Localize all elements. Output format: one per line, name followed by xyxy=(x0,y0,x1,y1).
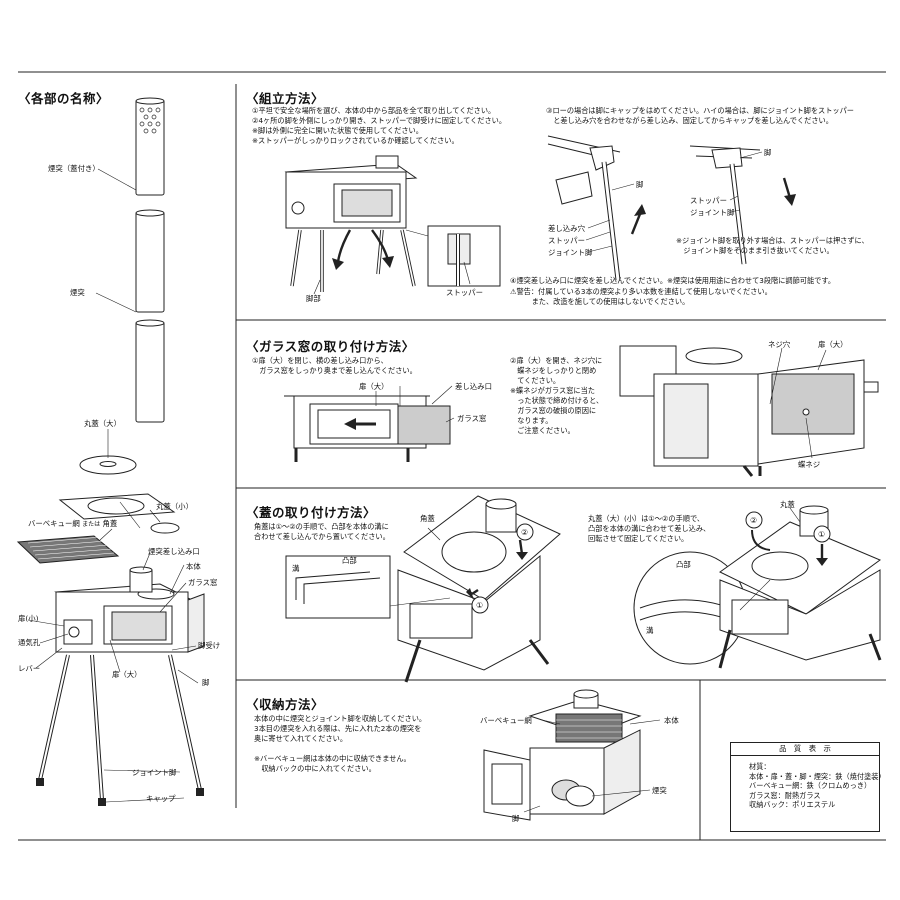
label-door-large: 扉（大） xyxy=(112,670,142,679)
step-number-1-round: ① xyxy=(818,530,826,539)
label-leg-receiver: 脚受け xyxy=(198,641,221,650)
label-glass-window: ガラス窓 xyxy=(188,578,218,587)
label-stopper-step3-right: ストッパー xyxy=(690,196,727,205)
label-groove-square: 溝 xyxy=(292,564,300,573)
label-square-lid: 角蓋 xyxy=(420,514,435,523)
label-lever: レバー xyxy=(18,664,41,673)
quality-title: 品 質 表 示 xyxy=(731,743,879,756)
label-chimney-inlet: 煙突差し込み口 xyxy=(148,547,200,556)
glass-step2-text: ②扉（大）を開き、ネジ穴に 蝶ネジをしっかりと閉め てください。 ※蝶ネジがガラ… xyxy=(510,356,604,435)
label-convex-square: 凸部 xyxy=(342,556,357,565)
glass-section-title: 〈ガラス窓の取り付け方法〉 xyxy=(246,339,415,354)
label-convex-round: 凸部 xyxy=(676,560,691,569)
label-wing-screw: 蝶ネジ xyxy=(798,460,821,469)
label-insert-slot: 差し込み口 xyxy=(454,382,493,391)
label-stopper-step3: ストッパー xyxy=(548,236,585,245)
label-bbq-net: バーベキュー網 または 角蓋 xyxy=(28,519,118,528)
step-number-2-round: ② xyxy=(750,516,758,525)
label-body: 本体 xyxy=(186,562,201,571)
storage-section-title: 〈収納方法〉 xyxy=(246,697,325,712)
joint-removal-note: ※ジョイント脚を取り外す場合は、ストッパーは押さずに、 ジョイント脚をそのまま引… xyxy=(676,236,869,255)
label-body-storage: 本体 xyxy=(664,716,679,725)
label-screw-hole: ネジ穴 xyxy=(768,340,791,349)
label-leg-storage: 脚 xyxy=(512,814,520,823)
warning-icon: ⚠ xyxy=(510,287,517,296)
label-insert-hole: 差し込み穴 xyxy=(548,224,585,233)
assembly-step4-text: ④煙突差し込み口に煙突を差し込んでください。※煙突は使用用途に合わせて3段階に調… xyxy=(510,276,836,285)
assembly-section-title: 〈組立方法〉 xyxy=(246,91,325,106)
label-chimney-cap: 煙突（蓋付き） xyxy=(48,164,100,173)
label-chimney: 煙突 xyxy=(70,288,85,297)
square-lid-text: 角蓋は①～②の手順で、凸部を本体の溝に 合わせて差し込んでから置いてください。 xyxy=(254,522,390,541)
label-leg-part: 脚部 xyxy=(306,294,321,303)
label-cap: キャップ xyxy=(146,794,176,803)
label-joint-leg-step3-right: ジョイント脚 xyxy=(690,208,735,217)
assembly-step1-text: ①平坦で安全な場所を選び、本体の中から部品を全て取り出してください。 ②4ヶ所の… xyxy=(252,106,507,145)
label-lid-large: 丸蓋（大） xyxy=(84,419,121,428)
label-stopper: ストッパー xyxy=(446,288,483,297)
label-vent-hole: 通気孔 xyxy=(18,638,41,647)
step-number-1-square: ① xyxy=(476,601,484,610)
warning-text: ⚠警告：付属している3本の煙突より多い本数を連結して使用しないでください。 また… xyxy=(510,287,772,306)
label-leg-step3: 脚 xyxy=(636,180,644,189)
label-door-large-glass: 扉（大） xyxy=(358,382,390,391)
storage-text: 本体の中に煙突とジョイント脚を収納してください。 3本目の煙突を入れる際は、先に… xyxy=(254,714,427,773)
label-lid-small: 丸蓋（小） xyxy=(156,502,193,511)
label-joint-leg: ジョイント脚 xyxy=(132,768,177,777)
label-glass: ガラス窓 xyxy=(456,414,488,423)
label-joint-leg-step3: ジョイント脚 xyxy=(548,248,593,257)
round-lid-text: 丸蓋（大）(小）は①～②の手順で、 凸部を本体の溝に合わせて差し込み、 回転させ… xyxy=(588,514,711,543)
quality-label-box: 品 質 表 示 材質： 本体・扉・蓋・脚・煙突：鉄（焼付塗装） バーベキュー網：… xyxy=(730,742,886,832)
label-groove-round: 溝 xyxy=(646,626,654,635)
parts-section-title: 〈各部の名称〉 xyxy=(18,91,110,106)
label-leg-step3-right: 脚 xyxy=(764,148,772,157)
label-bbq-storage: バーベキュー網 xyxy=(480,716,532,725)
glass-step1-text: ①扉（大）を閉じ、横の差し込み口から、 ガラス窓をしっかり奥まで差し込んでくださ… xyxy=(252,356,417,375)
step-number-2-square: ② xyxy=(521,528,529,537)
label-round-lid: 丸蓋 xyxy=(780,500,795,509)
quality-body: 材質： 本体・扉・蓋・脚・煙突：鉄（焼付塗装） バーベキュー網：鉄（クロムめっき… xyxy=(749,762,886,809)
label-leg: 脚 xyxy=(202,678,210,687)
label-chimney-storage: 煙突 xyxy=(652,786,667,795)
assembly-step3-text: ③ローの場合は脚にキャップをはめてください。ハイの場合は、脚にジョイント脚をスト… xyxy=(546,106,854,125)
label-door-small: 扉(小) xyxy=(18,614,39,623)
label-door-large-open: 扉（大） xyxy=(818,340,848,349)
lid-section-title: 〈蓋の取り付け方法〉 xyxy=(246,505,377,520)
